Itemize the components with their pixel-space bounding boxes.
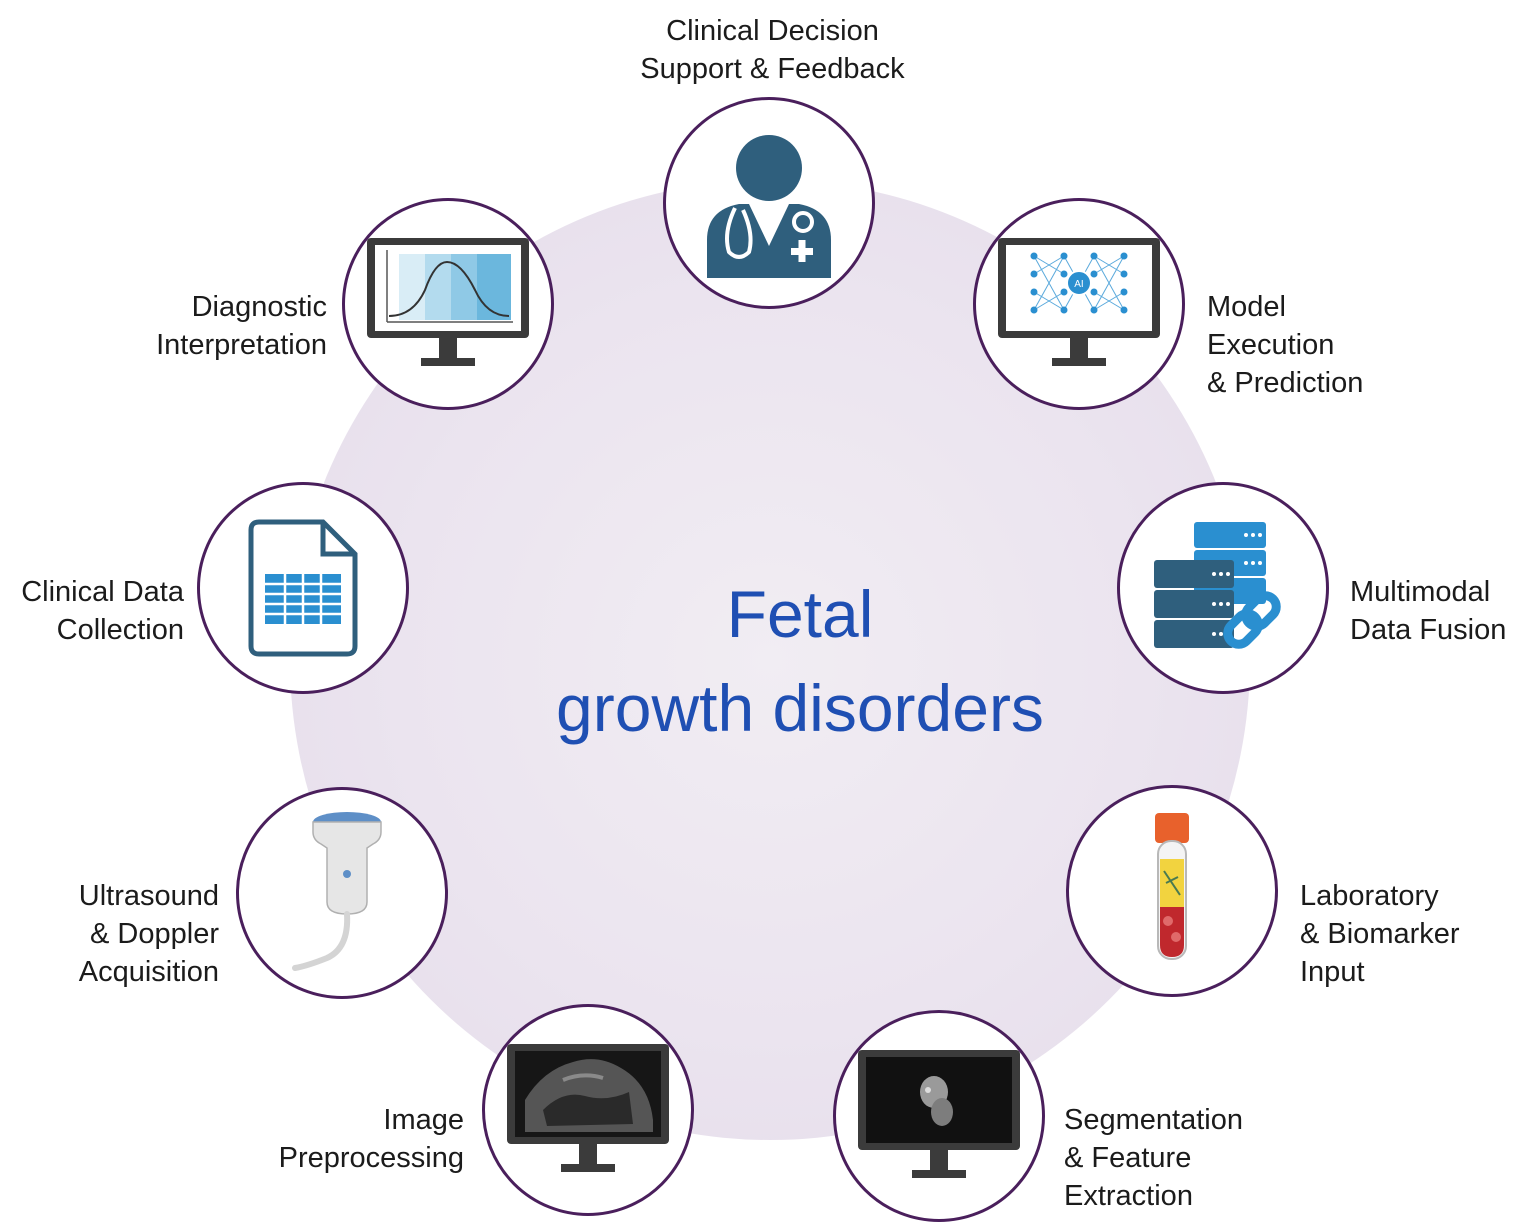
label-clinical-decision: Clinical Decision Support & Feedback <box>640 15 905 85</box>
label-segmentation: Segmentation & Feature Extraction <box>1064 1104 1243 1212</box>
fetus-monitor-icon <box>858 1050 1020 1178</box>
center-title-line2: growth disorders <box>556 671 1044 745</box>
node-laboratory <box>1066 785 1278 997</box>
doctor-icon <box>707 135 831 278</box>
label-clinical-data: Clinical Data Collection <box>21 576 184 646</box>
node-image-preprocessing <box>482 1004 694 1216</box>
blood-tube-icon <box>1155 813 1189 960</box>
svg-text:AI: AI <box>1074 279 1083 290</box>
node-multimodal-fusion <box>1117 482 1329 694</box>
node-clinical-data <box>197 482 409 694</box>
label-ultrasound: Ultrasound & Doppler Acquisition <box>78 880 219 988</box>
node-clinical-decision <box>663 97 875 309</box>
ultrasound-image-monitor-icon <box>507 1044 669 1172</box>
node-segmentation <box>833 1010 1045 1222</box>
node-ultrasound <box>236 787 448 999</box>
node-diagnostic <box>342 198 554 410</box>
spreadsheet-document-icon <box>248 519 358 657</box>
label-image-preprocessing: Image Preprocessing <box>278 1104 464 1174</box>
database-link-icon <box>1154 522 1281 649</box>
node-model-execution: AI <box>973 198 1185 410</box>
ultrasound-probe-icon <box>292 812 382 971</box>
label-multimodal-fusion: Multimodal Data Fusion <box>1350 576 1507 646</box>
label-diagnostic: Diagnostic Interpretation <box>156 291 327 361</box>
label-laboratory: Laboratory & Biomarker Input <box>1300 880 1460 988</box>
curve-chart-monitor-icon <box>367 238 529 366</box>
center-title-line1: Fetal <box>726 577 874 651</box>
label-model-execution: Model Execution & Prediction <box>1207 291 1364 399</box>
ai-network-monitor-icon: AI <box>998 238 1160 366</box>
